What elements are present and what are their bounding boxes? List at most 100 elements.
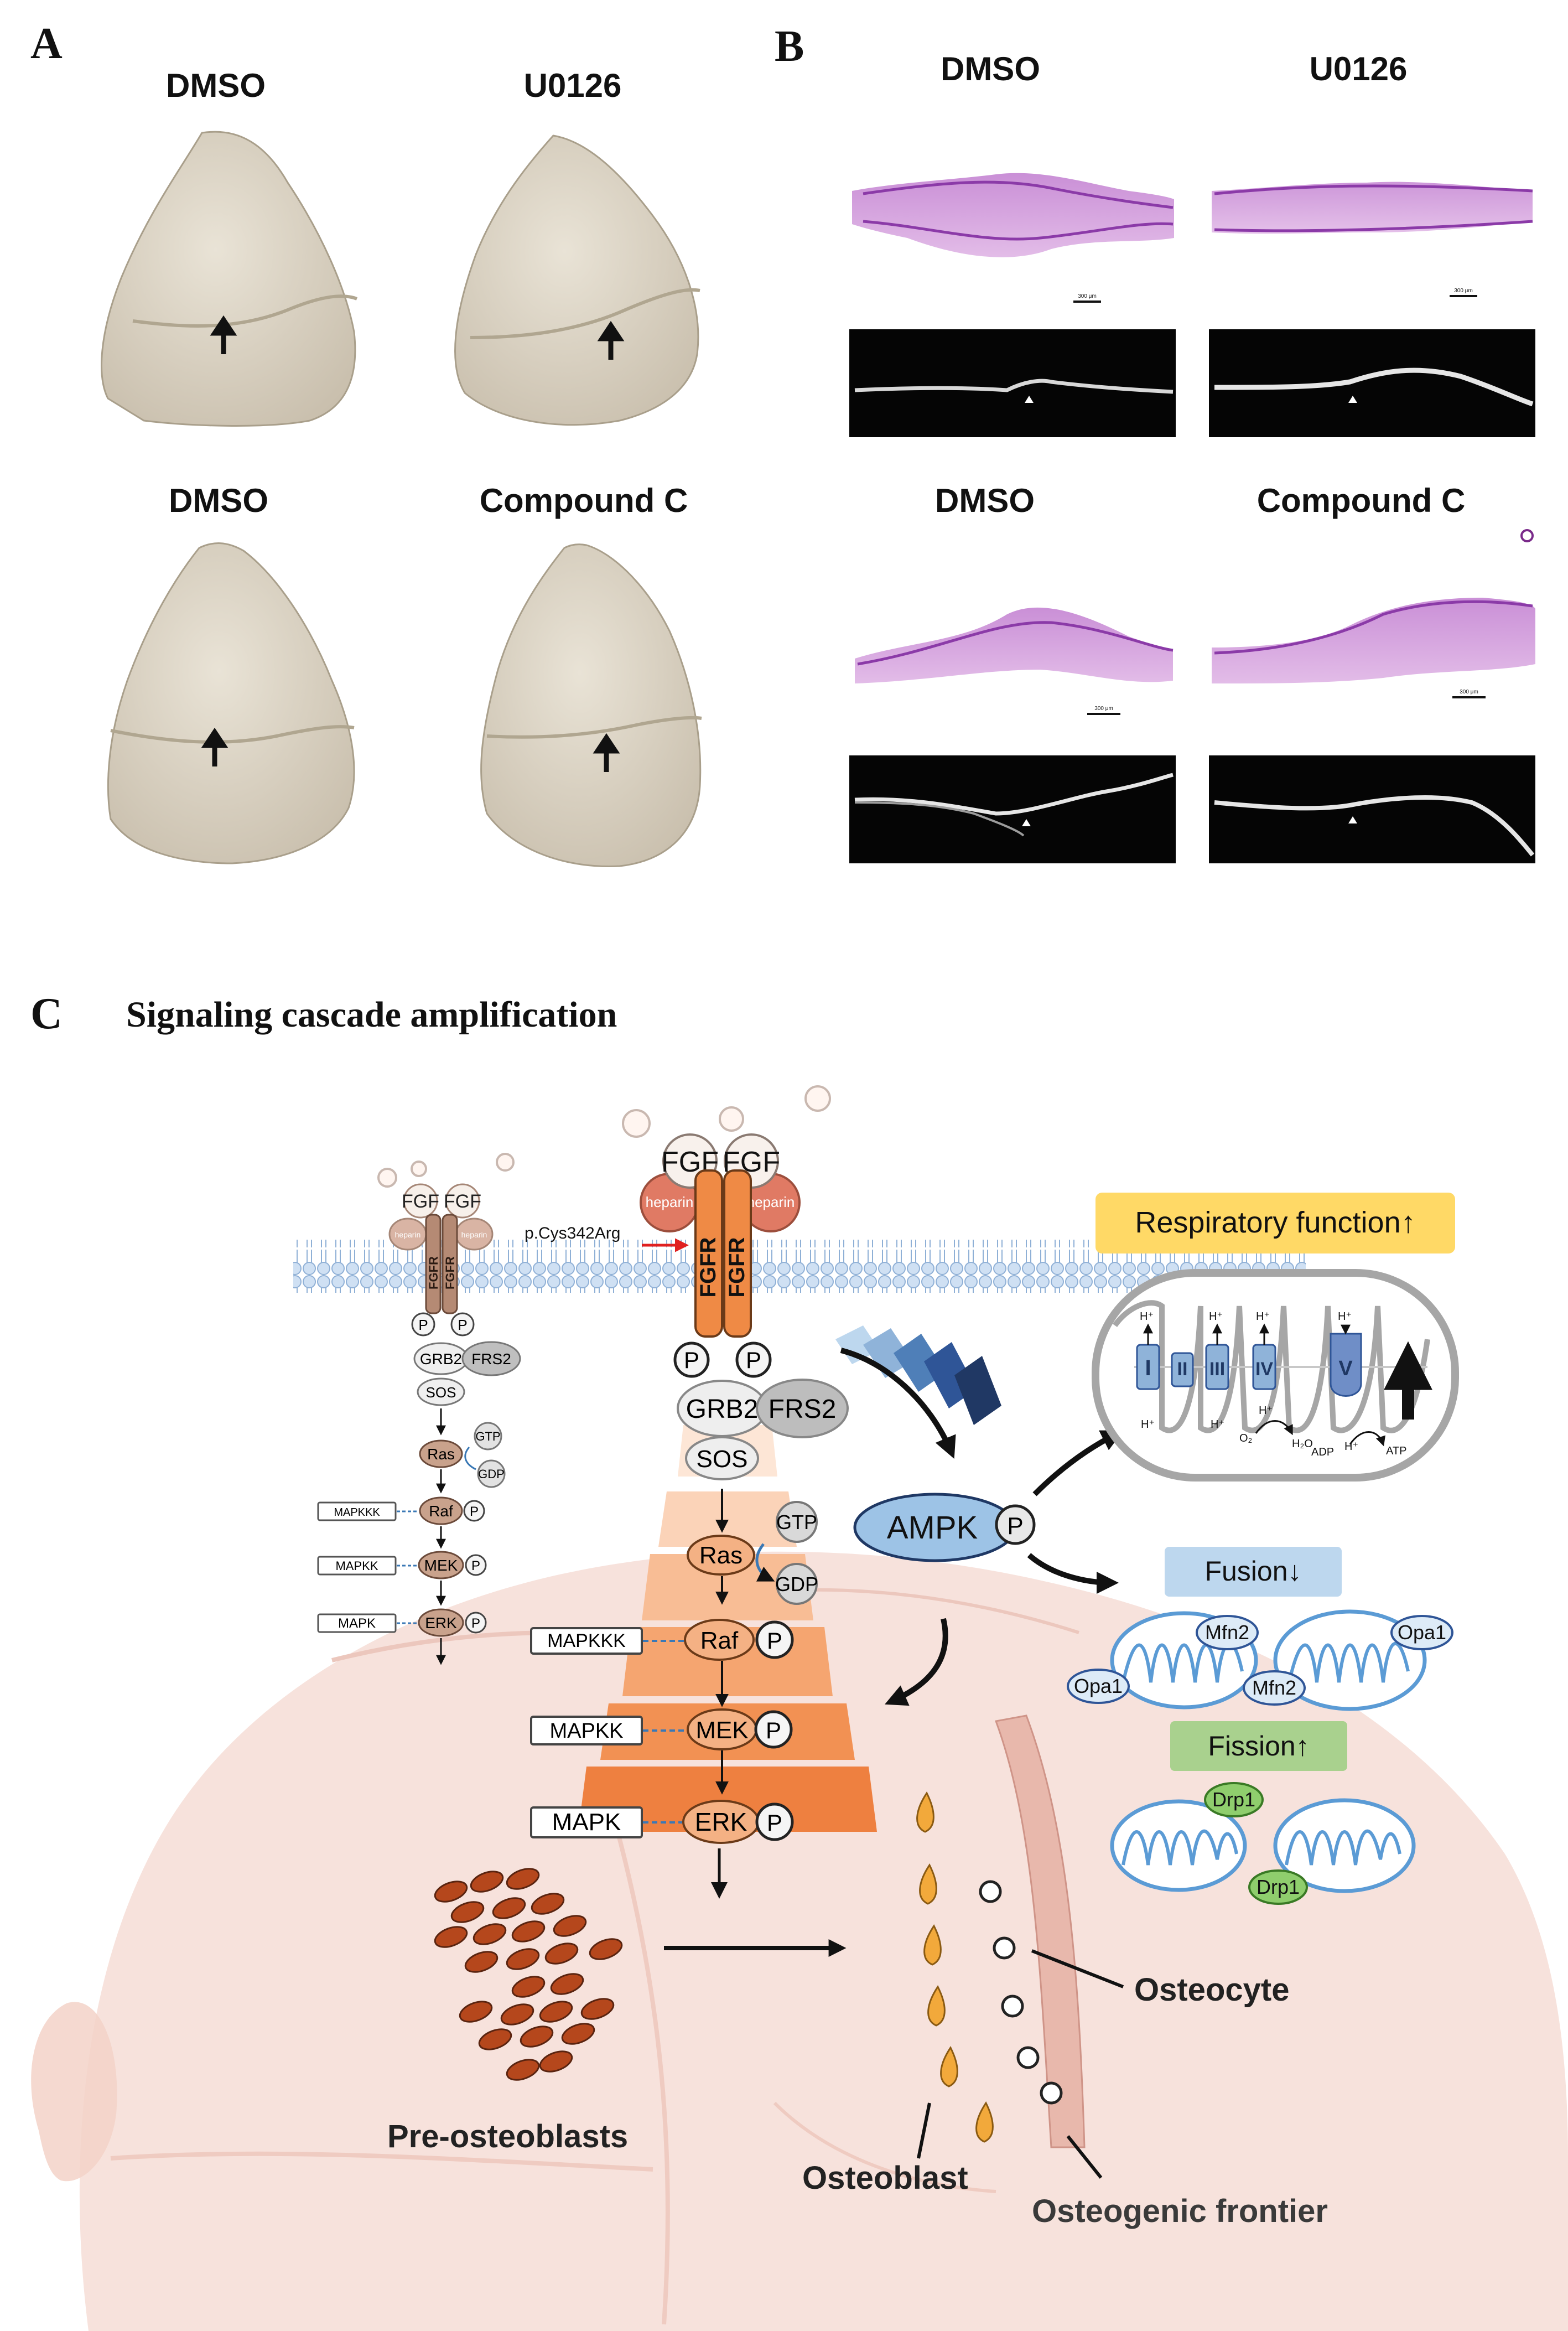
small-mapkk: MAPKK [335,1559,378,1573]
scale-bar-label-2: 300 μm [1454,288,1473,294]
small-fgfr-right: FGFR [443,1256,457,1289]
frontier-callout-line [1066,2135,1103,2179]
small-p-right: P [458,1317,467,1333]
ras: Ras [699,1542,743,1569]
ampk-p: P [1007,1512,1023,1540]
panel-c-letter: C [30,990,63,1038]
hplus-8: H⁺ [1344,1441,1358,1453]
drp1-top: Drp1 [1212,1788,1255,1811]
adp-label: ADP [1311,1446,1334,1458]
bone-render-u0126-1 [454,134,700,426]
fgf-particles [377,1085,831,1188]
scale-bar-label-3: 300 μm [1094,706,1113,712]
arrow-head-bone-1 [210,315,237,336]
gtp: GTP [776,1511,817,1534]
panel-a-letter: A [30,19,63,68]
scale-bar-label-4: 300 μm [1460,689,1478,695]
panel-a-title-3: DMSO [169,482,268,519]
small-p-left: P [418,1317,428,1333]
small-frs2: FRS2 [471,1350,511,1367]
fusion-label-box [1165,1547,1342,1597]
complex-2: II [1177,1359,1188,1380]
small-mek: MEK [424,1557,458,1574]
opa1-right: Opa1 [1398,1621,1446,1644]
arrow-to-ampk [840,1348,956,1459]
complex-3: III [1209,1359,1225,1380]
small-erk: ERK [425,1614,457,1631]
complex-1: I [1145,1356,1151,1380]
panel-a-title-2: U0126 [524,67,622,104]
opa1-left: Opa1 [1074,1675,1123,1697]
bone-render-dmso-2 [107,542,355,864]
arrow-head-bone-3 [201,727,229,748]
mutation-label: p.Cys342Arg [525,1224,620,1242]
small-mapkkk: MAPKKK [334,1506,380,1519]
small-gdp: GDP [478,1467,505,1481]
arrow-head-bone-4 [593,733,620,754]
fgfr-right: FGFR [725,1237,749,1297]
panel-c-title: Signaling cascade amplification [126,994,617,1035]
small-ras: Ras [427,1446,455,1463]
bone-render-compoundc-1 [480,543,702,868]
fgfr-p-left: P [684,1347,699,1373]
panel-b-title-1: DMSO [941,50,1040,87]
hplus-6: H⁺ [1211,1418,1224,1431]
ampk: AMPK [887,1510,978,1546]
microct-dmso-1 [849,329,1176,437]
arrow-head-bone-2 [597,320,625,341]
microct-u0126-1 [1209,329,1535,437]
mfn2-bottom: Mfn2 [1252,1676,1296,1699]
fission-label-box [1170,1721,1347,1771]
fission-label: Fission↑ [1208,1731,1309,1762]
arrow-to-osteogenesis [885,1618,948,1706]
respiratory-label: Respiratory function↑ [1135,1206,1415,1239]
mapkk: MAPKK [549,1719,623,1743]
erk-p: P [767,1810,782,1836]
h2o-label: H₂O [1292,1438,1313,1450]
osteoblast-label: Osteoblast [802,2160,968,2196]
small-raf: Raf [429,1503,453,1520]
mapk: MAPK [552,1809,621,1836]
heparin-left-label: heparin [646,1194,694,1210]
small-sos: SOS [426,1384,456,1401]
histology-dmso-2: 300 μm [849,542,1176,742]
hplus-3: H⁺ [1256,1310,1270,1323]
hplus-2: H⁺ [1209,1310,1223,1323]
small-heparin-left-label: heparin [395,1230,421,1239]
panel-b-title-4: Compound C [1257,482,1466,519]
osteoblasts [916,1791,994,2143]
pre-osteoblasts-label: Pre-osteoblasts [387,2118,628,2154]
mitochondria-fission [1110,1798,1416,1893]
panel-a-title-4: Compound C [480,482,688,519]
fgfr-left: FGFR [696,1237,720,1297]
frs2: FRS2 [769,1395,837,1424]
drp1-bottom: Drp1 [1257,1876,1300,1898]
small-pathway: heparin heparin FGF FGF FGFR FGFR P P GR… [317,1183,521,1665]
small-fgf-right: FGF [444,1191,481,1212]
osteoblast-callout-line [917,2102,931,2159]
osteocyte-callout-line [1031,1949,1124,1988]
small-raf-p: P [470,1504,479,1519]
small-grb2: GRB2 [420,1350,462,1367]
raf-p: P [767,1628,782,1654]
microct-dmso-2 [849,755,1176,863]
small-fgf-left: FGF [402,1191,439,1212]
small-mapk: MAPK [338,1616,376,1631]
fgfr-right-bar [723,1169,752,1338]
heparin-right-label: heparin [747,1194,795,1210]
small-heparin-right-label: heparin [461,1230,487,1239]
osteocytes [979,1880,1063,2105]
erk: ERK [695,1807,747,1836]
osteogenic-frontier-label: Osteogenic frontier [1032,2193,1328,2229]
osteogenic-frontier-band [994,1714,1086,2148]
gdp: GDP [775,1573,818,1596]
panel-a-title-1: DMSO [166,67,266,104]
bone-render-dmso-1 [101,131,358,427]
mitochondrion-respiration: I II III IV V H⁺ H⁺ H⁺ H⁺ H⁺ H⁺ H⁺ H⁺ O₂… [1092,1269,1459,1482]
histology-compoundc-1: 300 μm [1209,529,1535,742]
raf: Raf [700,1627,739,1654]
hplus-7: H⁺ [1259,1405,1273,1417]
hplus-4: H⁺ [1338,1310,1352,1323]
histology-u0126-1: 300 μm [1209,111,1535,315]
